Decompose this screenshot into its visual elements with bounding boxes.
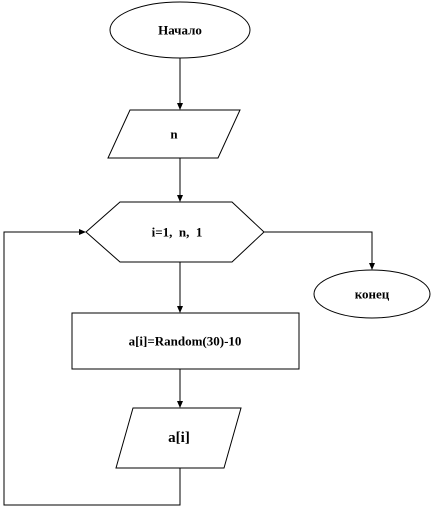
assign-node: a[i]=Random(30)-10 xyxy=(71,312,300,370)
arrowhead-loop-to-end xyxy=(369,263,375,270)
start-label: Начало xyxy=(158,23,202,38)
input-n-label: n xyxy=(170,127,178,142)
loop-label: i=1, n, 1 xyxy=(152,225,203,240)
end-ellipse xyxy=(313,269,431,319)
output-ai-parallelogram xyxy=(115,407,242,469)
assign-label: a[i]=Random(30)-10 xyxy=(129,334,242,349)
start-node: Начало xyxy=(109,1,251,59)
assign-rect xyxy=(71,312,300,370)
arrowhead-start-to-input xyxy=(177,103,183,110)
input-n-parallelogram xyxy=(107,109,241,159)
arrowhead-output-to-loop xyxy=(79,229,86,235)
end-label: конец xyxy=(355,287,390,302)
end-node: конец xyxy=(313,269,431,319)
arrowhead-assign-to-output xyxy=(177,401,183,408)
output-ai-node: a[i] xyxy=(115,407,242,469)
edge-loop-to-end xyxy=(264,231,373,263)
output-ai-label: a[i] xyxy=(168,430,190,446)
edge-output-to-loop xyxy=(3,231,181,506)
loop-node: i=1, n, 1 xyxy=(85,201,265,263)
arrowhead-loop-to-assign xyxy=(177,306,183,313)
arrowhead-input-to-loop xyxy=(177,195,183,202)
input-n-node: n xyxy=(107,109,241,159)
